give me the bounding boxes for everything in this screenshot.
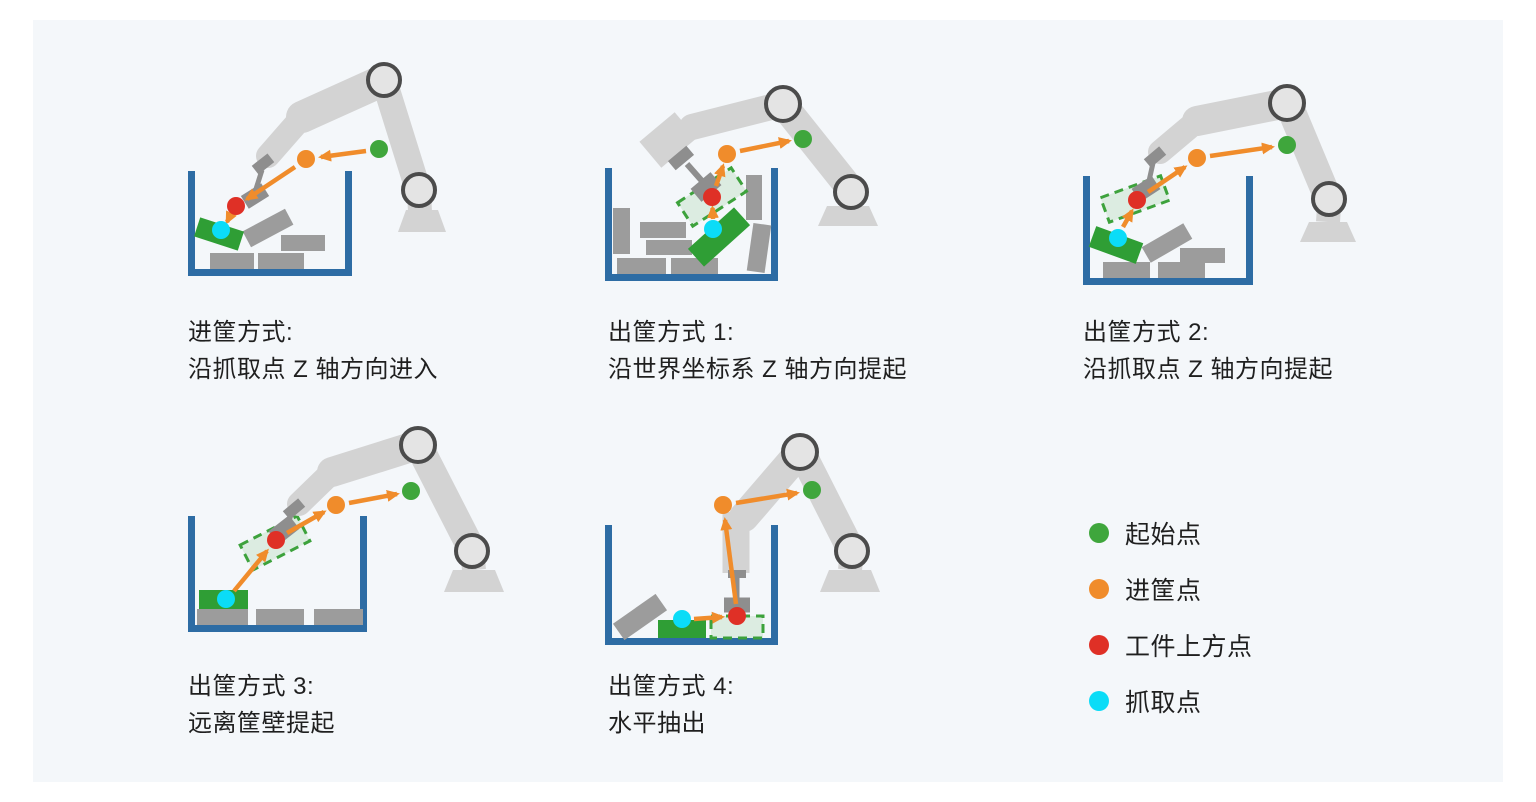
arm-joint <box>399 426 437 464</box>
caption-exit-horizontal: 出筐方式 4: 水平抽出 <box>608 668 734 742</box>
arm-joint <box>1268 84 1306 122</box>
caption-enter-bin: 进筐方式: 沿抓取点 Z 轴方向进入 <box>188 314 438 388</box>
caption-line: 远离筐壁提起 <box>188 710 335 737</box>
legend: 起始点 进筐点 工件上方点 抓取点 <box>1088 519 1253 743</box>
legend-item-above-workpiece-point: 工件上方点 <box>1088 631 1253 661</box>
arm-joint <box>834 533 870 569</box>
target-workpiece <box>687 207 751 267</box>
diagram-exit-away-from-wall <box>188 426 504 632</box>
target-workpiece <box>658 620 706 638</box>
grasp-point-dot <box>212 221 230 239</box>
diagram-enter-bin <box>188 62 446 276</box>
trajectory <box>224 148 367 225</box>
entry-point-dot <box>1188 149 1206 167</box>
arm-joint <box>454 533 490 569</box>
caption-line: 出筐方式 4: <box>608 673 735 700</box>
entry-point-dot <box>297 150 315 168</box>
entry-point-dot <box>327 496 345 514</box>
caption-exit-world-z: 出筐方式 1: 沿世界坐标系 Z 轴方向提起 <box>608 314 907 388</box>
start-point-dot <box>402 482 420 500</box>
arm-joint <box>1311 181 1347 217</box>
trajectory <box>1121 142 1275 229</box>
start-point-dot <box>803 481 821 499</box>
grasp-point-dot <box>704 220 722 238</box>
diagram-exit-grasp-z <box>1083 84 1356 285</box>
workpieces <box>1088 223 1225 278</box>
caption-line: 出筐方式 3: <box>188 673 315 700</box>
above-workpiece-point-dot <box>728 607 746 625</box>
legend-item-entry-point: 进筐点 <box>1088 575 1253 605</box>
start-point-dot <box>1278 136 1296 154</box>
legend-item-start-point: 起始点 <box>1088 519 1253 549</box>
start-point-dot <box>1089 522 1109 543</box>
caption-exit-away-from-wall: 出筐方式 3: 远离筐壁提起 <box>188 668 335 742</box>
arm-joint <box>764 85 802 123</box>
above-workpiece-point-dot <box>703 188 721 206</box>
legend-label: 工件上方点 <box>1125 632 1253 661</box>
robot-arm <box>639 85 878 226</box>
start-point-dot <box>370 140 388 158</box>
bin <box>188 516 367 632</box>
robot-arm <box>240 62 446 232</box>
grasp-point-dot <box>1089 690 1109 711</box>
caption-line: 沿抓取点 Z 轴方向进入 <box>188 356 438 383</box>
legend-label: 起始点 <box>1125 520 1202 549</box>
arm-joint <box>366 62 402 98</box>
bin <box>1083 176 1253 285</box>
robot-arm <box>722 433 880 613</box>
gripper <box>690 172 722 202</box>
above-workpiece-point-dot <box>227 197 245 215</box>
legend-item-grasp-point: 抓取点 <box>1088 687 1253 717</box>
bin <box>605 168 778 281</box>
trajectory <box>232 489 400 593</box>
bin <box>605 525 778 645</box>
caption-line: 沿抓取点 Z 轴方向提起 <box>1083 356 1333 383</box>
above-workpiece-point-dot <box>1128 191 1146 209</box>
caption-line: 进筐方式: <box>188 319 294 346</box>
grasp-point-dot <box>1109 229 1127 247</box>
diagram-exit-world-z <box>605 85 878 281</box>
grasp-point-dot <box>673 610 691 628</box>
caption-line: 水平抽出 <box>608 710 706 737</box>
entry-point-dot <box>718 145 736 163</box>
trajectory <box>706 137 792 220</box>
legend-label: 进筐点 <box>1125 576 1202 605</box>
arm-joint <box>781 433 819 471</box>
robot-arm <box>268 426 504 592</box>
legend-label: 抓取点 <box>1125 688 1202 717</box>
grasp-point-dot <box>217 590 235 608</box>
arm-joint <box>833 174 869 210</box>
bin <box>188 171 352 276</box>
above-workpiece-point-dot <box>1089 634 1109 655</box>
above-workpiece-point-dot <box>267 531 285 549</box>
trajectory <box>693 488 800 624</box>
caption-line: 出筐方式 1: <box>608 319 735 346</box>
workpieces <box>197 590 363 625</box>
arm-joint <box>401 172 437 208</box>
diagram-exit-horizontal <box>605 433 880 645</box>
start-point-dot <box>794 130 812 148</box>
workpieces <box>613 175 772 274</box>
caption-exit-grasp-z: 出筐方式 2: 沿抓取点 Z 轴方向提起 <box>1083 314 1333 388</box>
robot-arm <box>1131 84 1356 242</box>
caption-line: 沿世界坐标系 Z 轴方向提起 <box>608 356 907 383</box>
workpieces <box>194 208 325 269</box>
gripper <box>724 597 750 613</box>
entry-point-dot <box>1089 578 1109 599</box>
workpieces <box>612 593 706 641</box>
caption-line: 出筐方式 2: <box>1083 319 1210 346</box>
entry-point-dot <box>714 496 732 514</box>
